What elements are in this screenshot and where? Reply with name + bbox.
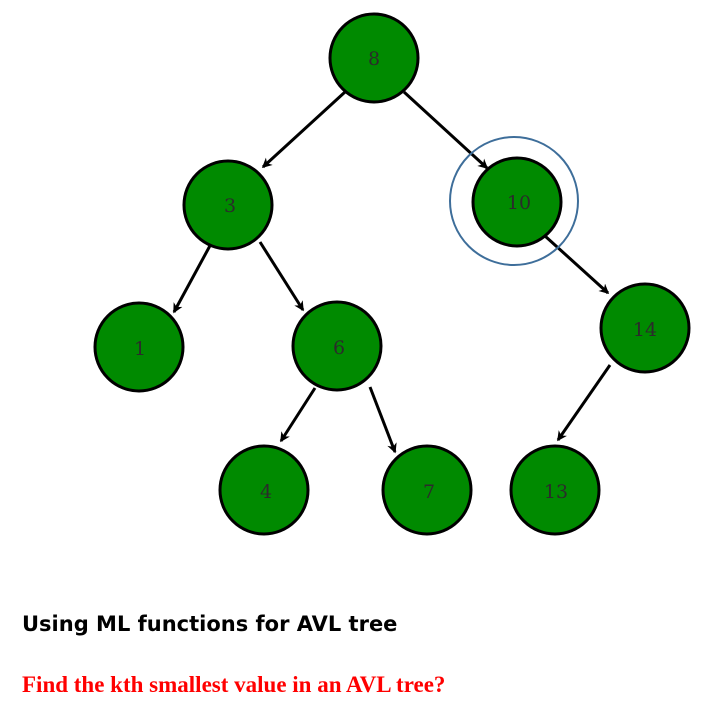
node-label: 1: [134, 338, 146, 360]
edge-3-6: [258, 241, 305, 312]
node-circle: [291, 300, 383, 392]
node-circle: [182, 159, 274, 251]
node-label: 13: [544, 481, 568, 503]
edge-10-14: [543, 234, 610, 295]
edge-3-1: [172, 241, 214, 314]
node-label: 10: [507, 192, 531, 214]
tree-node-7: 7: [381, 444, 473, 536]
node-circle: [93, 301, 185, 393]
node-circle: [218, 444, 310, 536]
avl-tree-diagram: 8 3 10 1 6 14 4 7 13: [93, 12, 691, 536]
node-label: 6: [333, 337, 345, 359]
caption-title: Using ML functions for AVL tree: [22, 612, 398, 636]
node-circle: [599, 282, 691, 374]
node-label: 8: [368, 48, 380, 70]
node-circle: [471, 156, 563, 248]
edge-14-13: [556, 364, 612, 442]
caption-question: Find the kth smallest value in an AVL tr…: [22, 672, 446, 697]
edge-6-4: [279, 387, 317, 443]
tree-node-4: 4: [218, 444, 310, 536]
node-circle: [328, 12, 420, 104]
tree-node-10: 10: [471, 156, 563, 248]
node-label: 3: [224, 195, 236, 217]
edge-6-7: [368, 386, 397, 454]
tree-node-1: 1: [93, 301, 185, 393]
tree-edges: [172, 90, 612, 454]
node-label: 7: [423, 481, 435, 503]
tree-node-6: 6: [291, 300, 383, 392]
tree-node-14: 14: [599, 282, 691, 374]
highlight-ring: [449, 136, 579, 266]
node-circle: [509, 444, 601, 536]
node-label: 14: [633, 319, 657, 341]
edge-8-10: [402, 90, 489, 170]
edge-8-3: [261, 90, 347, 169]
node-label: 4: [260, 481, 272, 503]
node-circle: [381, 444, 473, 536]
tree-node-8: 8: [328, 12, 420, 104]
tree-node-3: 3: [182, 159, 274, 251]
tree-node-13: 13: [509, 444, 601, 536]
